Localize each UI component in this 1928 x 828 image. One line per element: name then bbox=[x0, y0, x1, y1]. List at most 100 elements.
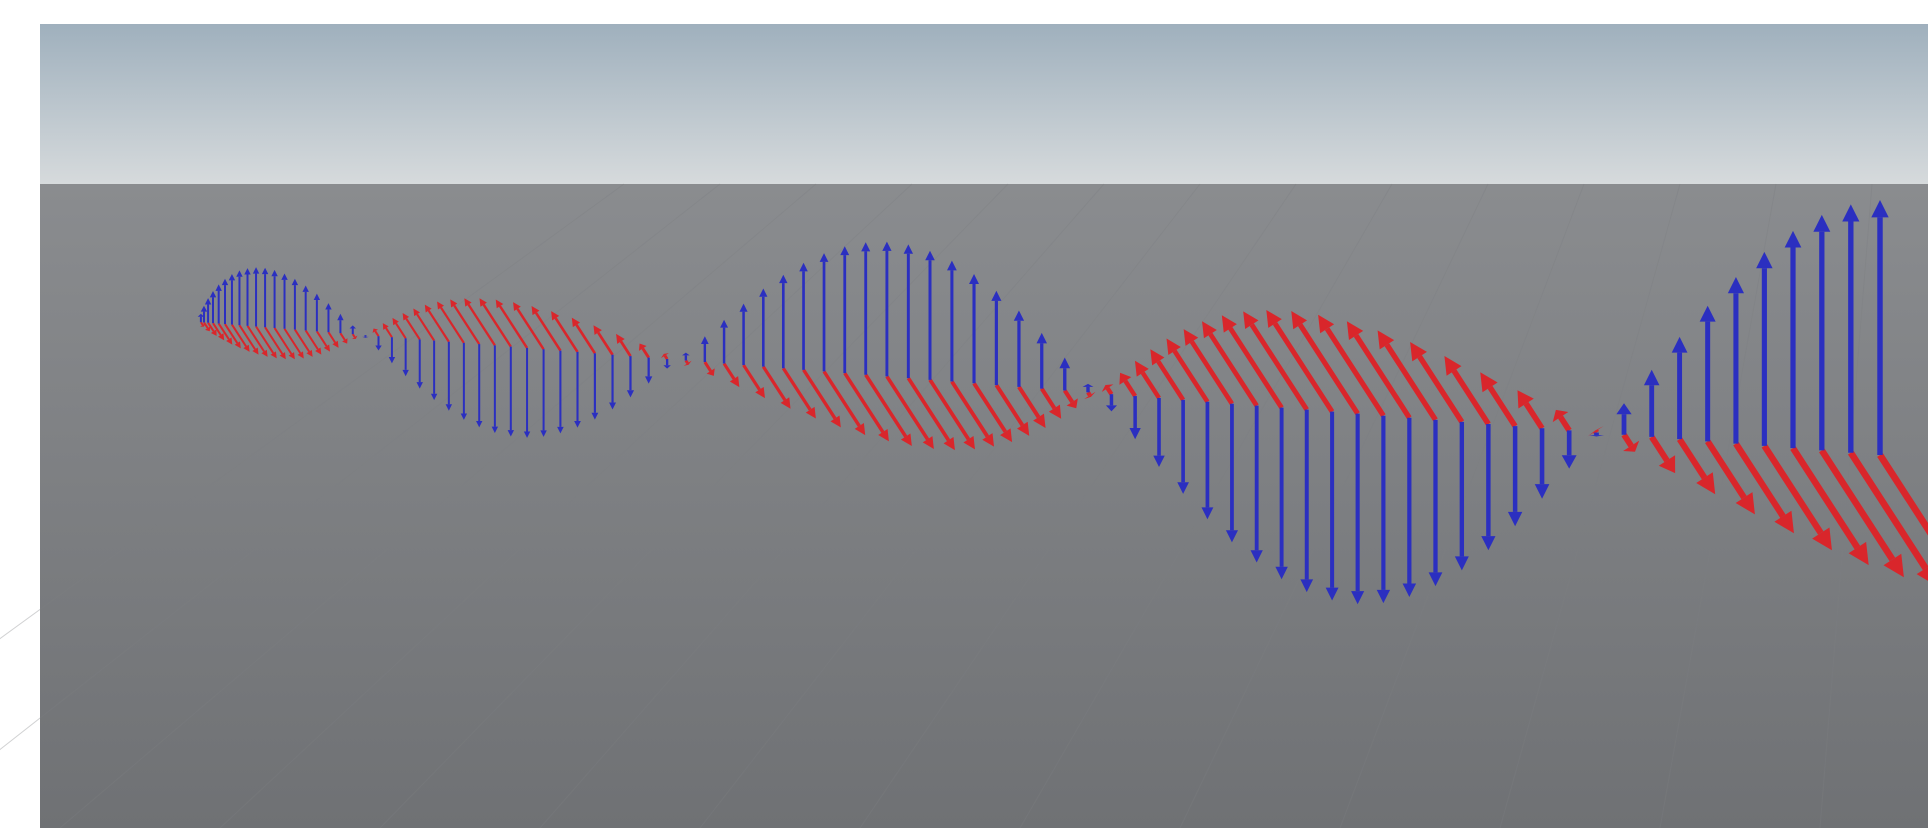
electric-field-arrow bbox=[700, 336, 709, 363]
magnetic-field-arrow bbox=[283, 328, 304, 359]
magnetic-field-arrow bbox=[551, 311, 579, 353]
magnetic-field-arrow bbox=[885, 375, 934, 449]
magnetic-field-arrow bbox=[224, 323, 241, 349]
electric-field-arrow bbox=[663, 359, 671, 369]
magnetic-field-arrow bbox=[1790, 446, 1869, 566]
ground-plane bbox=[40, 184, 1928, 828]
electric-field-arrow bbox=[430, 340, 438, 401]
grid-line bbox=[379, 183, 1009, 828]
magnetic-field-arrow bbox=[661, 353, 669, 360]
electric-field-arrow bbox=[645, 357, 653, 384]
magnetic-field-arrow bbox=[1221, 315, 1284, 409]
magnetic-field-arrow bbox=[571, 317, 597, 355]
electric-field-arrow bbox=[1481, 424, 1496, 551]
electric-field-arrow bbox=[903, 244, 914, 379]
electric-field-arrow bbox=[1616, 403, 1632, 435]
magnetic-field-arrow bbox=[928, 378, 975, 450]
magnetic-field-arrow bbox=[437, 301, 465, 344]
electric-field-arrow bbox=[200, 305, 208, 323]
magnetic-field-arrow bbox=[372, 328, 380, 337]
electric-field-arrow bbox=[1727, 277, 1745, 444]
electric-field-arrow bbox=[1588, 432, 1605, 437]
electric-field-arrow bbox=[375, 336, 382, 351]
electric-field-arrow bbox=[1376, 415, 1391, 604]
magnetic-field-arrow bbox=[351, 333, 358, 339]
magnetic-field-arrow bbox=[616, 333, 632, 357]
electric-field-vectors bbox=[197, 200, 1889, 605]
magnetic-field-arrow bbox=[231, 324, 250, 352]
electric-field-arrow bbox=[779, 274, 788, 369]
electric-field-arrow bbox=[388, 337, 396, 364]
electric-field-arrow bbox=[739, 303, 748, 366]
electric-field-arrow bbox=[1351, 413, 1365, 605]
magnetic-field-arrow bbox=[1017, 385, 1046, 428]
magnetic-field-arrow bbox=[294, 329, 313, 357]
magnetic-field-arrow bbox=[1243, 311, 1309, 411]
electric-field-arrow bbox=[325, 303, 332, 333]
magnetic-field-arrow bbox=[822, 370, 866, 436]
magnetic-field-arrow bbox=[246, 325, 268, 357]
magnetic-field-arrow bbox=[273, 327, 295, 360]
grid-line bbox=[59, 183, 817, 828]
electric-field-arrow bbox=[1300, 409, 1314, 593]
magnetic-field-arrow bbox=[1346, 321, 1412, 420]
electric-field-arrow bbox=[1671, 336, 1688, 440]
electric-field-arrow bbox=[1225, 403, 1238, 543]
electric-field-arrow bbox=[491, 345, 499, 434]
sky bbox=[40, 24, 1928, 184]
magnetic-field-arrow bbox=[1848, 450, 1928, 581]
magnetic-field-arrow bbox=[1877, 453, 1928, 536]
magnetic-field-arrow bbox=[1587, 426, 1604, 437]
magnetic-field-arrow bbox=[1063, 389, 1078, 409]
electric-field-arrow bbox=[204, 298, 212, 323]
electric-field-arrow bbox=[1454, 421, 1469, 571]
electric-field-arrow bbox=[215, 284, 222, 324]
electric-field-arrow bbox=[591, 353, 599, 420]
magnetic-field-arrow bbox=[203, 321, 211, 332]
magnetic-field-arrow bbox=[1649, 435, 1676, 474]
electric-field-arrow bbox=[445, 341, 453, 411]
magnetic-field-arrow bbox=[994, 383, 1030, 436]
grid-line bbox=[699, 183, 1201, 828]
electric-field-arrow bbox=[1428, 419, 1443, 587]
magnetic-field-arrow bbox=[1733, 441, 1794, 534]
electric-field-arrow bbox=[861, 242, 871, 375]
electric-field-arrow bbox=[759, 288, 768, 367]
electric-field-arrow bbox=[1784, 230, 1802, 449]
grid-line bbox=[0, 183, 721, 751]
magnetic-field-arrow bbox=[972, 382, 1013, 443]
magnetic-field-arrow bbox=[382, 323, 393, 338]
grid-line bbox=[1499, 183, 1681, 828]
magnetic-field-arrow bbox=[1517, 390, 1545, 430]
electric-field-arrow bbox=[720, 319, 729, 364]
electric-field-arrow bbox=[1177, 399, 1189, 494]
magnetic-field-arrow bbox=[1410, 341, 1465, 424]
magnetic-field-arrow bbox=[255, 325, 277, 359]
magnetic-field-arrow bbox=[683, 359, 692, 366]
magnetic-field-arrow bbox=[1183, 329, 1234, 405]
grid-line bbox=[539, 183, 1105, 828]
magnetic-field-vectors bbox=[200, 298, 1928, 581]
magnetic-field-arrow bbox=[238, 324, 259, 355]
magnetic-field-arrow bbox=[802, 368, 841, 428]
electric-field-arrow bbox=[626, 356, 635, 398]
electric-field-arrow bbox=[197, 313, 205, 323]
magnetic-field-arrow bbox=[906, 377, 955, 451]
magnetic-field-arrow bbox=[1621, 433, 1640, 452]
electric-field-arrow bbox=[1059, 357, 1071, 391]
magnetic-field-arrow bbox=[703, 361, 715, 376]
grid-line bbox=[859, 183, 1297, 828]
grid-line bbox=[1819, 183, 1873, 828]
electric-field-arrow bbox=[313, 293, 321, 332]
magnetic-field-arrow bbox=[1150, 349, 1186, 402]
electric-field-arrow bbox=[281, 273, 288, 329]
magnetic-field-arrow bbox=[1819, 448, 1904, 578]
magnetic-field-arrow bbox=[1134, 360, 1161, 400]
electric-field-arrow bbox=[209, 290, 217, 324]
electric-field-arrow bbox=[991, 290, 1002, 386]
magnetic-field-arrow bbox=[1119, 372, 1137, 398]
magnetic-field-arrow bbox=[864, 373, 912, 447]
electric-field-arrow bbox=[1699, 305, 1716, 442]
electric-field-arrow bbox=[1871, 200, 1889, 455]
